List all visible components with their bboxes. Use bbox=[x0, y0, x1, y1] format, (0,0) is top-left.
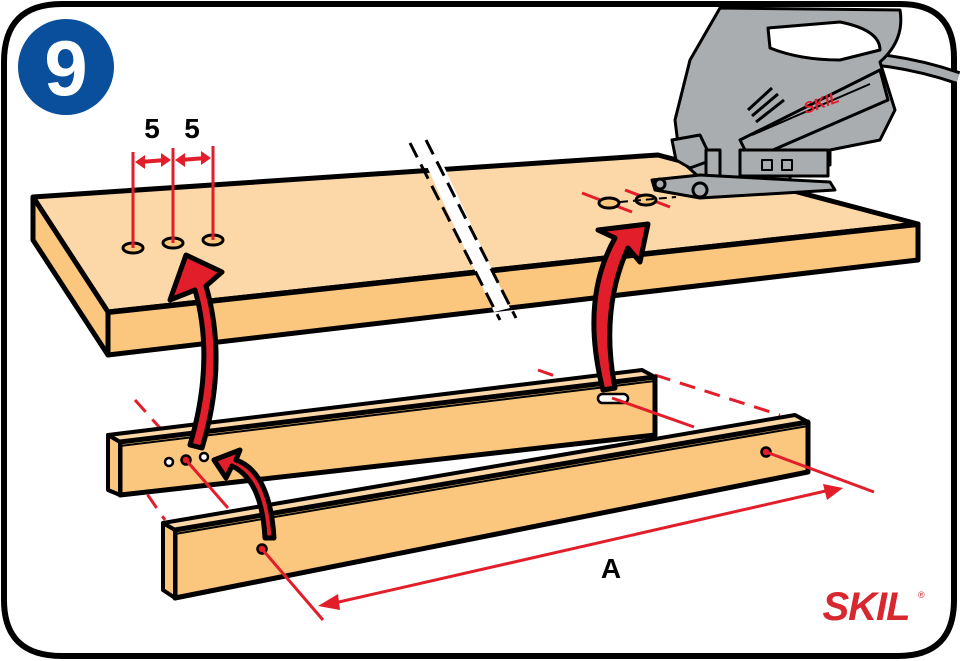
jigsaw-icon bbox=[650, 6, 960, 200]
step-number: 9 bbox=[44, 24, 87, 112]
break-line bbox=[408, 139, 518, 321]
lower-rail bbox=[161, 413, 811, 601]
length-label: A bbox=[601, 553, 621, 584]
skil-logo: SKIL ® bbox=[822, 585, 925, 629]
curved-arrow-icon-lower bbox=[211, 447, 277, 541]
saw-cut-marks bbox=[581, 188, 677, 214]
rail-reference-lines bbox=[184, 396, 695, 509]
hole-spacing-label-1: 5 bbox=[144, 113, 160, 144]
hole-spacing-label-2: 5 bbox=[184, 113, 200, 144]
upper-rail bbox=[106, 368, 658, 498]
brand-registered-mark: ® bbox=[918, 590, 925, 600]
length-dimension bbox=[260, 450, 875, 621]
curved-arrow-icon bbox=[167, 252, 225, 451]
hole-spacing-dimension bbox=[131, 146, 215, 248]
curved-arrow-icon-right bbox=[591, 221, 651, 393]
brand-logo-text: SKIL bbox=[822, 585, 909, 629]
step-badge: 9 bbox=[18, 19, 114, 115]
